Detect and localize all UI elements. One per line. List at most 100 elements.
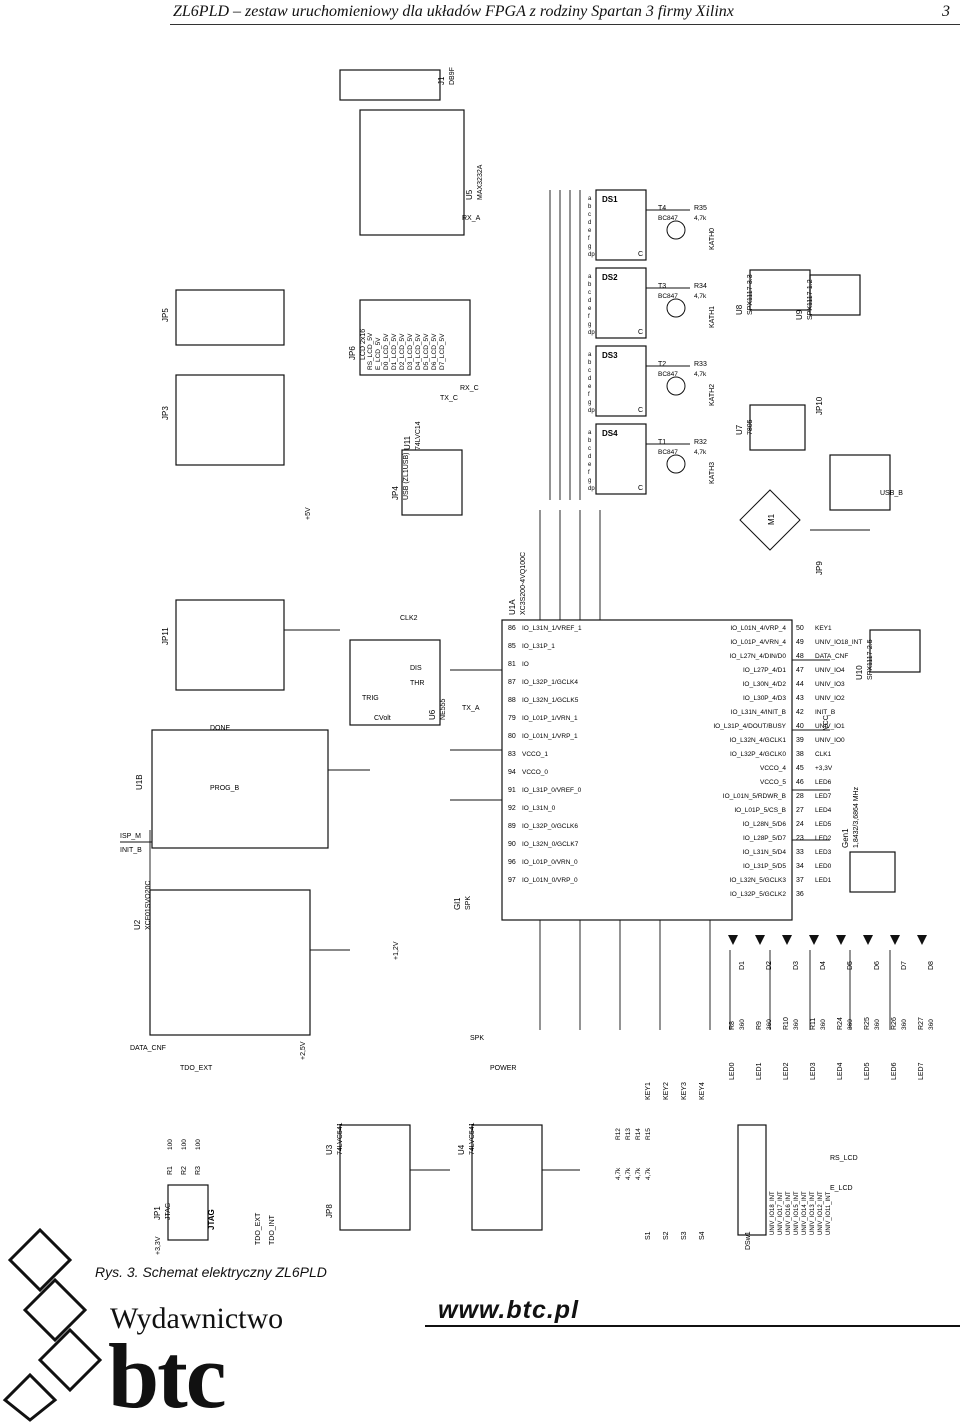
fpga-pin-number: 89 <box>508 823 516 830</box>
usb-b-box <box>829 454 891 511</box>
fpga-pin-number: 94 <box>508 769 516 776</box>
net-label: UNIV_IO0 <box>815 737 845 744</box>
fpga-pin-number: 44 <box>796 681 804 688</box>
net-label: TX_C <box>440 395 458 402</box>
net-label: TDO_INT <box>269 1214 276 1245</box>
part-value: SPX1117-3.3 <box>747 274 754 315</box>
net-label: TRIG <box>362 695 379 702</box>
fpga-pin-name: IO_L01N_0/VRP_0 <box>522 877 578 884</box>
display-common: C <box>638 251 643 258</box>
brand-logo <box>2 1227 103 1422</box>
fpga-pin-name: IO_L30N_4/D2 <box>743 681 787 688</box>
net-label: UNIV_IO12_INT <box>818 1191 824 1235</box>
page-number: 3 <box>942 3 950 20</box>
net-label: LED7 <box>918 1062 925 1080</box>
led-symbol <box>809 935 819 945</box>
fpga-pin-number: 46 <box>796 779 804 786</box>
jtag-label: JTAG <box>207 1209 216 1230</box>
net-label: UNIV_IO18_INT <box>815 639 862 646</box>
fpga-pin-name: IO_L32N_5/GCLK3 <box>730 877 787 884</box>
led-symbol <box>890 935 900 945</box>
net-label: LED3 <box>810 1062 817 1080</box>
fpga-pin-number: 50 <box>796 625 804 632</box>
segment-label: b <box>588 282 592 288</box>
ds1-box <box>595 189 647 261</box>
fpga-pin-number: 27 <box>796 807 804 814</box>
led-symbol <box>728 935 738 945</box>
fpga-pin-number: 43 <box>796 695 804 702</box>
brand-name: btc <box>108 1325 227 1427</box>
fpga-pin-name: IO_L31P_0/VREF_0 <box>522 787 582 794</box>
u8-box <box>749 269 811 311</box>
resistor-value: 360 <box>928 1019 935 1030</box>
part-ref: Gen1 <box>841 828 850 848</box>
lcd-pin-net: D1_LCD_5V <box>391 333 398 370</box>
part-value: XC3S200-4VQ100C <box>520 552 527 615</box>
fpga-pin-number: 88 <box>508 697 516 704</box>
fpga-pin-name: VCCO_5 <box>760 779 786 786</box>
bridge-rectifier <box>739 489 801 551</box>
part-ref: JP5 <box>161 308 170 322</box>
segment-label: e <box>588 306 592 312</box>
lcd-pin-net: D2_LCD_5V <box>399 333 406 370</box>
resistor-value: 100 <box>195 1139 202 1150</box>
led-ref: D4 <box>820 961 827 970</box>
resistor-ref: R25 <box>864 1017 871 1030</box>
fpga-pin-name: IO_L01P_1/VRN_1 <box>522 715 578 722</box>
u6-box <box>349 639 441 726</box>
part-value: JTAG <box>165 1203 172 1220</box>
display-common: C <box>638 407 643 414</box>
net-label: LED1 <box>815 877 832 884</box>
website-link[interactable]: www.btc.pl <box>438 1296 580 1324</box>
lcd-pin-net: D4_LCD_5V <box>415 333 422 370</box>
lcd-pin-net: RS_LCD_5V <box>367 332 374 370</box>
resistor-ref: R24 <box>837 1017 844 1030</box>
part-ref: M1 <box>767 513 776 525</box>
page-title: ZL6PLD – zestaw uruchomieniowy dla układ… <box>173 3 734 20</box>
net-label: +3,3V <box>815 765 833 772</box>
segment-label: b <box>588 438 592 444</box>
fpga-pin-number: 85 <box>508 643 516 650</box>
display-ref: DS2 <box>602 273 618 282</box>
segment-label: c <box>588 446 591 452</box>
resistor-ref: R10 <box>783 1017 790 1030</box>
net-label: RS_LCD <box>830 1155 858 1162</box>
net-label: UNIV_IO2 <box>815 695 845 702</box>
lcd-pin-net: D0_LCD_5V <box>383 333 390 370</box>
resistor-value: 4,7k <box>645 1167 652 1180</box>
segment-label: e <box>588 384 592 390</box>
net-label: POWER <box>490 1065 516 1072</box>
display-ref: DS3 <box>602 351 618 360</box>
resistor-ref: R12 <box>615 1128 622 1140</box>
net-label: PROG_B <box>210 785 240 792</box>
part-value: MAX3232A <box>477 164 484 200</box>
part-ref: JP9 <box>815 561 824 575</box>
transistor-type: BC847 <box>658 371 678 378</box>
net-label: UNIV_IO3 <box>815 681 845 688</box>
net-label: INIT_B <box>815 709 835 716</box>
part-value: LCD 2x16 <box>360 329 367 360</box>
fpga-pin-number: 83 <box>508 751 516 758</box>
transistor-ref: T3 <box>658 283 666 290</box>
segment-label: d <box>588 376 591 382</box>
fpga-pin-name: IO_L27P_4/D1 <box>743 667 786 674</box>
segment-label: dp <box>588 408 595 414</box>
fpga-pin-name: IO_L31P_1 <box>522 643 555 650</box>
led-symbol <box>917 935 927 945</box>
ds4-box <box>595 423 647 495</box>
net-label: LED4 <box>837 1062 844 1080</box>
net-label: KEY4 <box>699 1082 706 1100</box>
display-common: C <box>638 329 643 336</box>
net-label: UNIV_IO14_INT <box>802 1191 808 1235</box>
fpga-pin-name: IO_L31N_5/D4 <box>743 849 787 856</box>
part-ref: J1 <box>437 76 446 85</box>
fpga-pin-name: IO_L28N_5/D6 <box>743 821 787 828</box>
fpga-pin-number: 24 <box>796 821 804 828</box>
jp6-box <box>359 299 471 376</box>
net-label: KEY2 <box>663 1082 670 1100</box>
u1a-box <box>501 619 793 921</box>
fpga-pin-number: 36 <box>796 891 804 898</box>
resistor-ref: R33 <box>694 361 707 368</box>
fpga-pin-name: IO_L32P_4/GCLK0 <box>730 751 786 758</box>
part-ref: U5 <box>465 189 474 200</box>
